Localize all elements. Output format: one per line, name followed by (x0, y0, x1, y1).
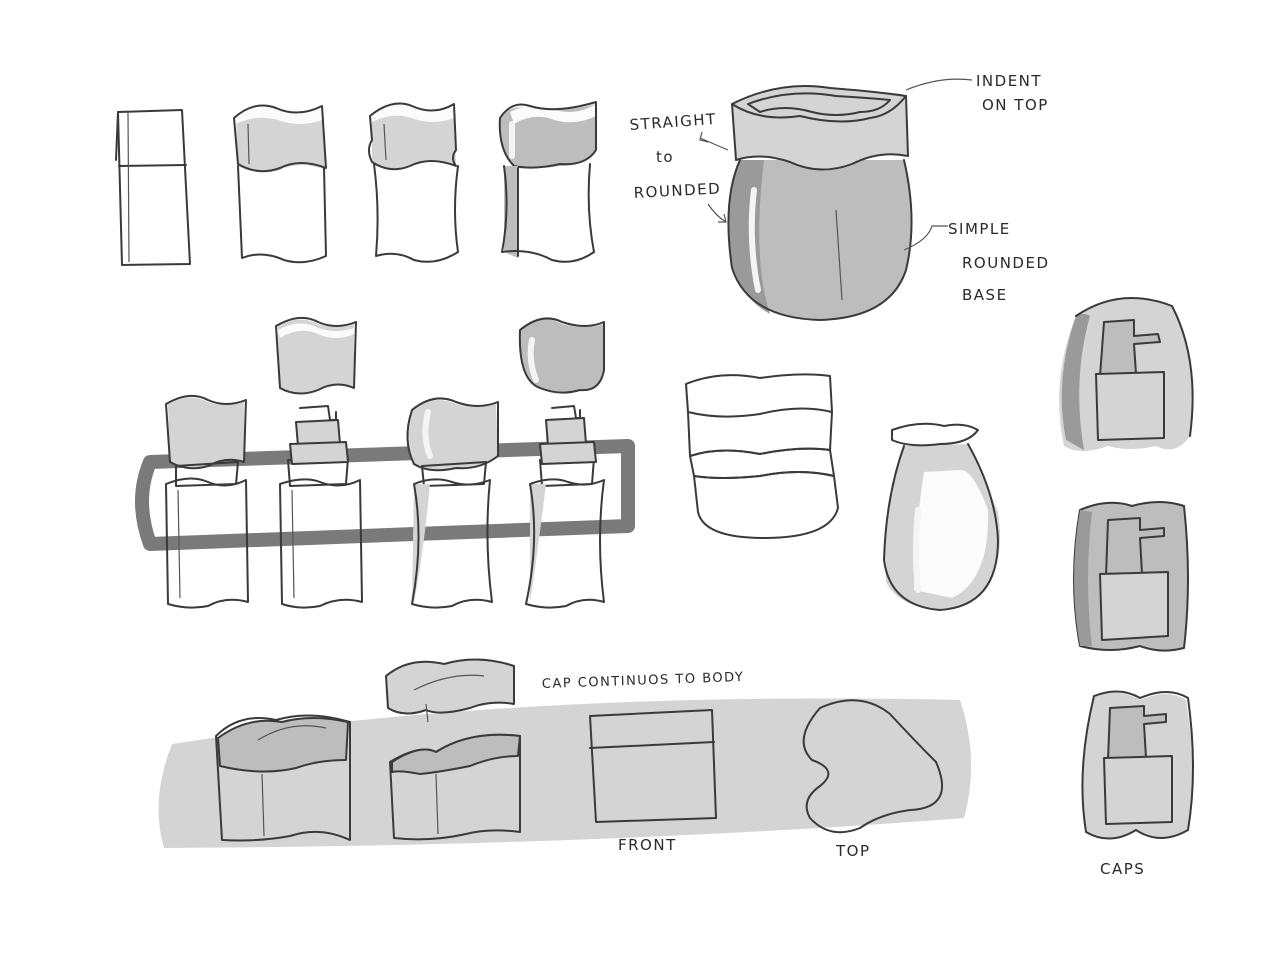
jar-concept (699, 78, 973, 321)
label-simple-1: SIMPLE (948, 220, 1011, 238)
floating-cap-2 (518, 317, 605, 394)
family-bottle-a (165, 394, 249, 609)
ribbon-block-2-lid (385, 658, 515, 723)
cap-sketch-1 (1059, 297, 1194, 451)
ribbon-block-1 (215, 714, 351, 842)
label-indent-1: INDENT (976, 72, 1042, 90)
ribbon-block-2-base (389, 733, 521, 841)
caps-column (1059, 297, 1194, 840)
label-top: TOP (835, 842, 871, 860)
top-view (802, 699, 944, 834)
grouping-loop (135, 439, 635, 551)
label-straight-2: to (656, 148, 674, 166)
small-bottle (883, 422, 1000, 611)
label-simple-3: BASE (962, 286, 1008, 304)
family-bottle-c (406, 397, 499, 609)
cap-sketch-2 (1073, 501, 1189, 652)
label-caps: CAPS (1100, 860, 1145, 878)
label-simple-2: ROUNDED (962, 254, 1050, 272)
gray-backdrop (158, 698, 972, 848)
label-straight-3: ROUNDED (633, 179, 721, 202)
family-bottle-b (279, 405, 363, 609)
label-front: FRONT (618, 836, 677, 854)
bottle-sketch-2 (233, 104, 327, 264)
bottle-family-row (135, 316, 635, 609)
label-straight-1: STRAIGHT (629, 110, 717, 134)
continuous-cap-study (158, 658, 972, 848)
bottle-sketch-1 (115, 109, 191, 266)
cap-sketch-3 (1081, 690, 1194, 840)
bottle-sketch-3 (368, 102, 459, 263)
label-indent-2: ON TOP (982, 96, 1049, 114)
bottle-evolution-row (115, 101, 597, 266)
floating-cap-1 (275, 316, 357, 395)
bottle-sketch-4 (498, 101, 597, 263)
stacked-container (685, 373, 839, 539)
label-cap-continuous: CAP CONTINUOS TO BODY (542, 670, 745, 692)
family-bottle-d (525, 405, 605, 609)
front-view (589, 709, 717, 823)
